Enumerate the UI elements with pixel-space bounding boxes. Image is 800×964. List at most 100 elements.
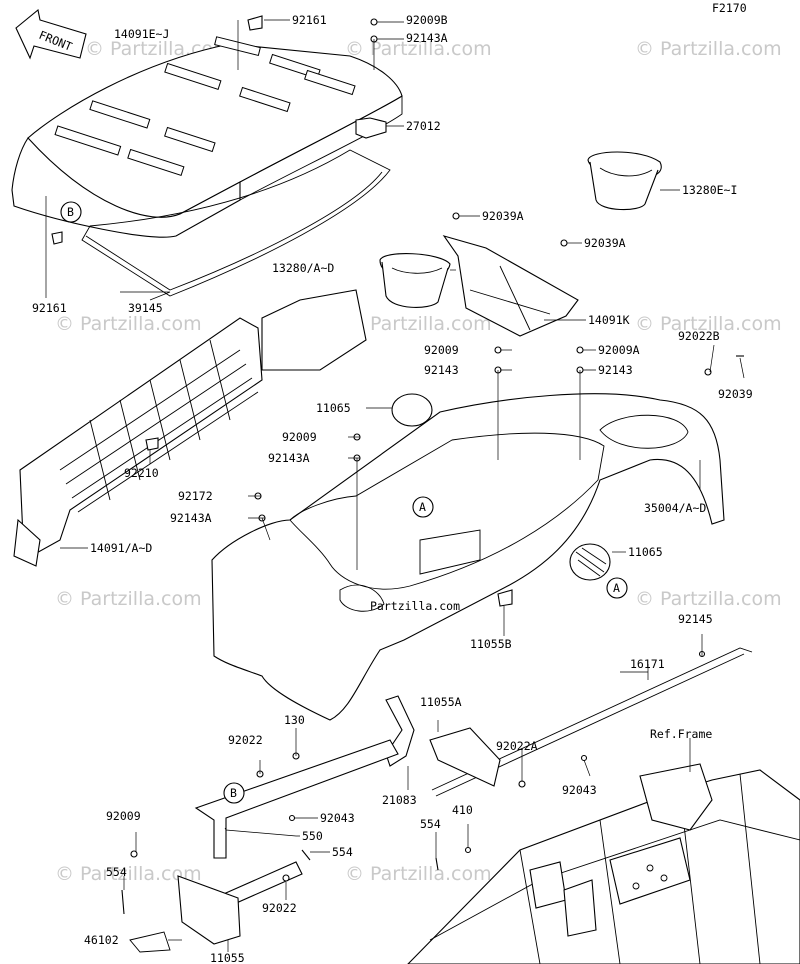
bracket-11055A xyxy=(429,727,501,787)
watermark: © Partzilla.com xyxy=(635,38,782,60)
center-watermark: Partzilla.com xyxy=(370,599,460,613)
part-label: 27012 xyxy=(406,119,441,133)
part-label: 21083 xyxy=(382,793,417,807)
watermark: © Partzilla.com xyxy=(635,313,782,335)
watermark: © Partzilla.com xyxy=(55,863,202,885)
part-label: 92022 xyxy=(228,733,263,747)
part-label: 13280E~I xyxy=(682,183,737,197)
pin-554 xyxy=(121,889,125,915)
lid-11065 xyxy=(391,393,433,427)
weatherstrip-seal xyxy=(81,149,391,297)
clip-92043 xyxy=(288,814,296,822)
pin-554 xyxy=(301,849,311,861)
watermark: © Partzilla.com xyxy=(345,38,492,60)
part-label: 11055 xyxy=(210,951,245,964)
part-label: 554 xyxy=(106,865,127,879)
part-label: 92143A xyxy=(406,31,448,45)
callout-circle xyxy=(412,496,434,518)
part-label: 35004/A~D xyxy=(644,501,706,515)
part-label: 11065 xyxy=(628,545,663,559)
watermark: © Partzilla.com xyxy=(345,313,492,335)
bolt-92039A xyxy=(452,212,460,220)
pin-554 xyxy=(435,857,439,871)
part-label: 92043 xyxy=(320,811,355,825)
part-label: 92143 xyxy=(598,363,633,377)
bolt-92009B xyxy=(370,18,378,26)
clip-92210 xyxy=(145,437,159,451)
watermark: © Partzilla.com xyxy=(345,863,492,885)
part-label: 14091E~J xyxy=(114,27,169,41)
part-label: 92009 xyxy=(282,430,317,444)
clip-92161 xyxy=(247,15,263,31)
washer-410 xyxy=(464,846,472,854)
clip-92161 xyxy=(51,231,63,245)
watermark: © Partzilla.com xyxy=(635,588,782,610)
callout-circle xyxy=(606,577,628,599)
callout-circle xyxy=(223,782,245,804)
part-label: 39145 xyxy=(128,301,163,315)
callout-letter: B xyxy=(230,786,237,800)
part-label: 130 xyxy=(284,713,305,727)
callout-letter: A xyxy=(419,500,426,514)
callout-letter: A xyxy=(613,581,620,595)
cup-holder-lower xyxy=(379,253,451,308)
part-label: 92009B xyxy=(406,13,448,27)
part-label: 92022A xyxy=(496,739,538,753)
rear-body-panel xyxy=(211,393,725,721)
vehicle-frame xyxy=(407,763,800,964)
part-label: 92161 xyxy=(32,301,67,315)
front-arrow-icon: FRONT xyxy=(15,8,87,60)
bolt-92009 xyxy=(130,850,138,858)
callout-letter: B xyxy=(67,205,74,219)
part-label: 11055A xyxy=(420,695,462,709)
part-label: 14091K xyxy=(588,313,630,327)
part-label: 554 xyxy=(420,817,441,831)
tray-panel xyxy=(442,235,579,337)
part-label: 92039A xyxy=(482,209,524,223)
callout-circle xyxy=(60,201,82,223)
part-label: 410 xyxy=(452,803,473,817)
rear-bracket-assembly xyxy=(177,739,399,945)
part-label: 92022B xyxy=(678,329,720,343)
washer-92022 xyxy=(282,874,290,882)
part-label: 92009 xyxy=(424,343,459,357)
bracket-11055B xyxy=(497,589,513,607)
bolt-92009A xyxy=(576,346,584,354)
part-label: 11055B xyxy=(470,637,512,651)
front-grille xyxy=(13,289,367,567)
part-label: 92161 xyxy=(292,13,327,27)
part-label: 92143 xyxy=(424,363,459,377)
rod-46102 xyxy=(129,931,171,953)
part-label: 92009 xyxy=(106,809,141,823)
part-label: 14091/A~D xyxy=(90,541,152,555)
part-label: 92039A xyxy=(584,236,626,250)
weatherstrip-inner xyxy=(85,171,383,291)
part-label: 550 xyxy=(302,829,323,843)
part-label: 13280/A~D xyxy=(272,261,334,275)
part-labels: 14091E~J 92161 92009B 92143A 27012 13280… xyxy=(32,13,753,964)
leader-lines xyxy=(45,19,745,952)
part-label: 92022 xyxy=(262,901,297,915)
clip-92043 xyxy=(580,754,588,762)
part-label: 92043 xyxy=(562,783,597,797)
rod-16171 xyxy=(431,647,753,791)
part-label: 11065 xyxy=(316,401,351,415)
callout-markers: B A A B xyxy=(60,201,628,804)
washer-92022B xyxy=(704,368,712,376)
bolt-92039A xyxy=(560,239,568,247)
cup-holder-upper xyxy=(587,151,662,211)
part-label: 92145 xyxy=(678,612,713,626)
part-label: 554 xyxy=(332,845,353,859)
diagram-code: F2170 xyxy=(712,1,747,15)
part-label: 92172 xyxy=(178,489,213,503)
ref-frame-label: Ref.Frame xyxy=(650,727,712,741)
bracket-27012 xyxy=(355,117,387,139)
watermark: © Partzilla.com xyxy=(55,588,202,610)
part-label: 92210 xyxy=(124,466,159,480)
drain-lid-11065 xyxy=(569,543,611,581)
part-label: 92009A xyxy=(598,343,640,357)
part-label: 92143A xyxy=(170,511,212,525)
part-label: 92039 xyxy=(718,387,753,401)
part-label: 92143A xyxy=(268,451,310,465)
